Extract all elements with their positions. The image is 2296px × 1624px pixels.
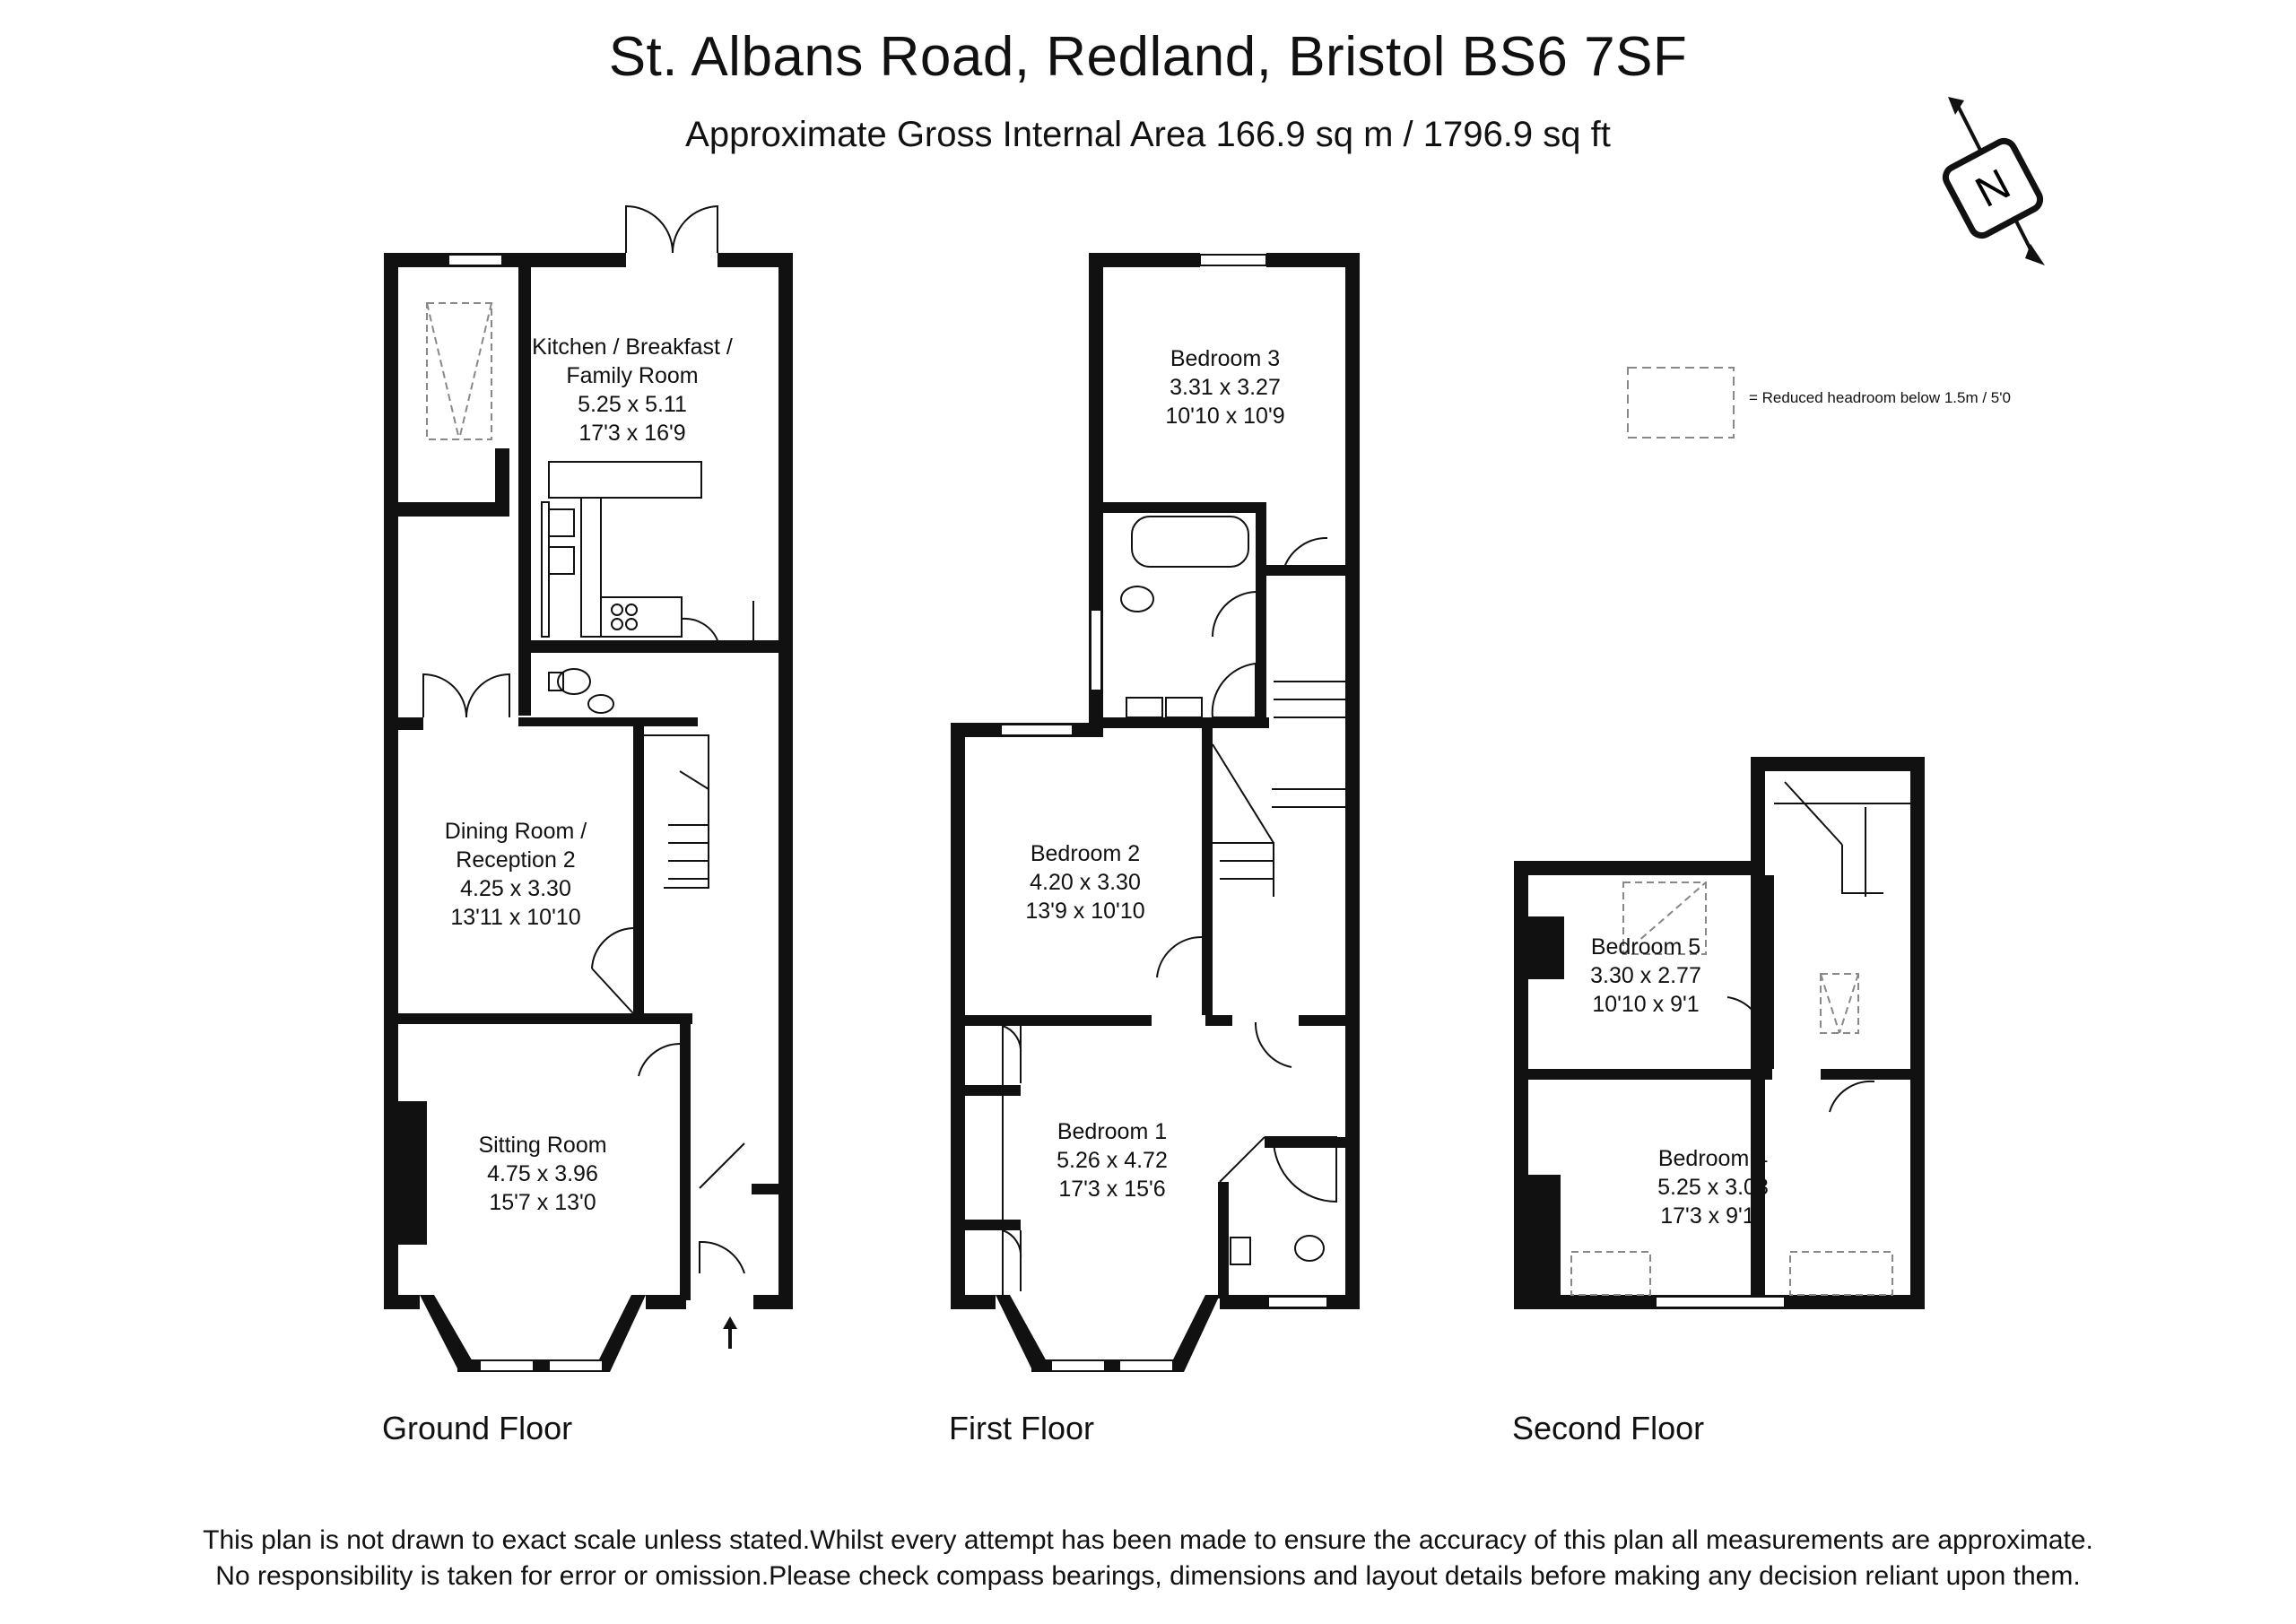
room-name: Sitting Room: [478, 1133, 606, 1158]
room-metric: 5.25 x 5.11: [578, 392, 687, 417]
room-imperial: 13'11 x 10'10: [450, 905, 580, 930]
second-floor-reduced-headroom: [1570, 881, 1893, 1296]
second-floor-fixtures: [1726, 781, 1910, 1113]
room-metric: 4.20 x 3.30: [1030, 870, 1141, 895]
disclaimer-line: This plan is not drawn to exact scale un…: [203, 1525, 2093, 1555]
area-subtitle: Approximate Gross Internal Area 166.9 sq…: [685, 115, 1611, 154]
first-floor-fixtures: [1002, 516, 1345, 1295]
room-metric: 5.25 x 3.03: [1657, 1175, 1769, 1200]
ground-floor-plan: [384, 253, 793, 1372]
room-name: Reception 2: [456, 847, 575, 873]
floor-label-first: First Floor: [949, 1410, 1094, 1446]
floor-label-ground: Ground Floor: [382, 1410, 573, 1446]
ground-floor-doors: [422, 204, 754, 1274]
room-name: Bedroom 4: [1658, 1146, 1768, 1171]
room-bedroom-3: Bedroom 3 3.31 x 3.27 10'10 x 10'9: [1165, 346, 1284, 429]
room-imperial: 17'3 x 9'11: [1660, 1203, 1766, 1229]
room-sitting: Sitting Room 4.75 x 3.96 15'7 x 13'0: [478, 1133, 606, 1215]
room-name: Bedroom 2: [1031, 841, 1140, 866]
reduced-headroom-swatch: [1627, 367, 1735, 439]
room-metric: 4.25 x 3.30: [460, 876, 571, 901]
room-name: Bedroom 5: [1591, 934, 1700, 960]
room-imperial: 17'3 x 16'9: [578, 421, 685, 446]
room-imperial: 10'10 x 10'9: [1165, 404, 1284, 429]
room-metric: 3.31 x 3.27: [1170, 375, 1281, 400]
room-name: Bedroom 3: [1170, 346, 1280, 371]
compass-icon: N: [1942, 97, 2045, 265]
room-bedroom-4: Bedroom 4 5.25 x 3.03 17'3 x 9'11: [1657, 1146, 1769, 1229]
room-name: Dining Room /: [445, 819, 587, 844]
room-bedroom-2: Bedroom 2 4.20 x 3.30 13'9 x 10'10: [1025, 841, 1144, 924]
room-imperial: 17'3 x 15'6: [1058, 1177, 1165, 1202]
floor-label-second: Second Floor: [1512, 1410, 1705, 1446]
room-dining: Dining Room / Reception 2 4.25 x 3.30 13…: [445, 819, 587, 930]
first-floor-windows: [1000, 254, 1328, 1372]
room-bedroom-5: Bedroom 5 3.30 x 2.77 10'10 x 9'1: [1590, 934, 1701, 1017]
disclaimer: This plan is not drawn to exact scale un…: [0, 1523, 2296, 1594]
room-imperial: 10'10 x 9'1: [1592, 992, 1699, 1017]
room-bedroom-1: Bedroom 1 5.26 x 4.72 17'3 x 15'6: [1057, 1119, 1168, 1202]
first-floor-plan: [951, 253, 1360, 1372]
legend-text: = Reduced headroom below 1.5m / 5'0: [1749, 389, 2011, 406]
room-name: Kitchen / Breakfast /: [532, 334, 733, 360]
room-metric: 5.26 x 4.72: [1057, 1148, 1168, 1173]
entrance-arrow-icon: [723, 1316, 737, 1349]
room-metric: 3.30 x 2.77: [1590, 963, 1701, 988]
room-name: Bedroom 1: [1057, 1119, 1167, 1144]
ground-floor-windows: [448, 254, 604, 1372]
second-floor-windows: [1655, 1296, 1786, 1308]
room-imperial: 13'9 x 10'10: [1025, 899, 1144, 924]
room-metric: 4.75 x 3.96: [487, 1161, 598, 1186]
kitchen-reduced-headroom: [426, 302, 492, 440]
room-name: Family Room: [566, 363, 698, 388]
page-title: St. Albans Road, Redland, Bristol BS6 7S…: [608, 26, 1688, 88]
disclaimer-line: No responsibility is taken for error or …: [215, 1561, 2081, 1591]
room-kitchen: Kitchen / Breakfast / Family Room 5.25 x…: [532, 334, 733, 446]
room-imperial: 15'7 x 13'0: [489, 1190, 596, 1215]
